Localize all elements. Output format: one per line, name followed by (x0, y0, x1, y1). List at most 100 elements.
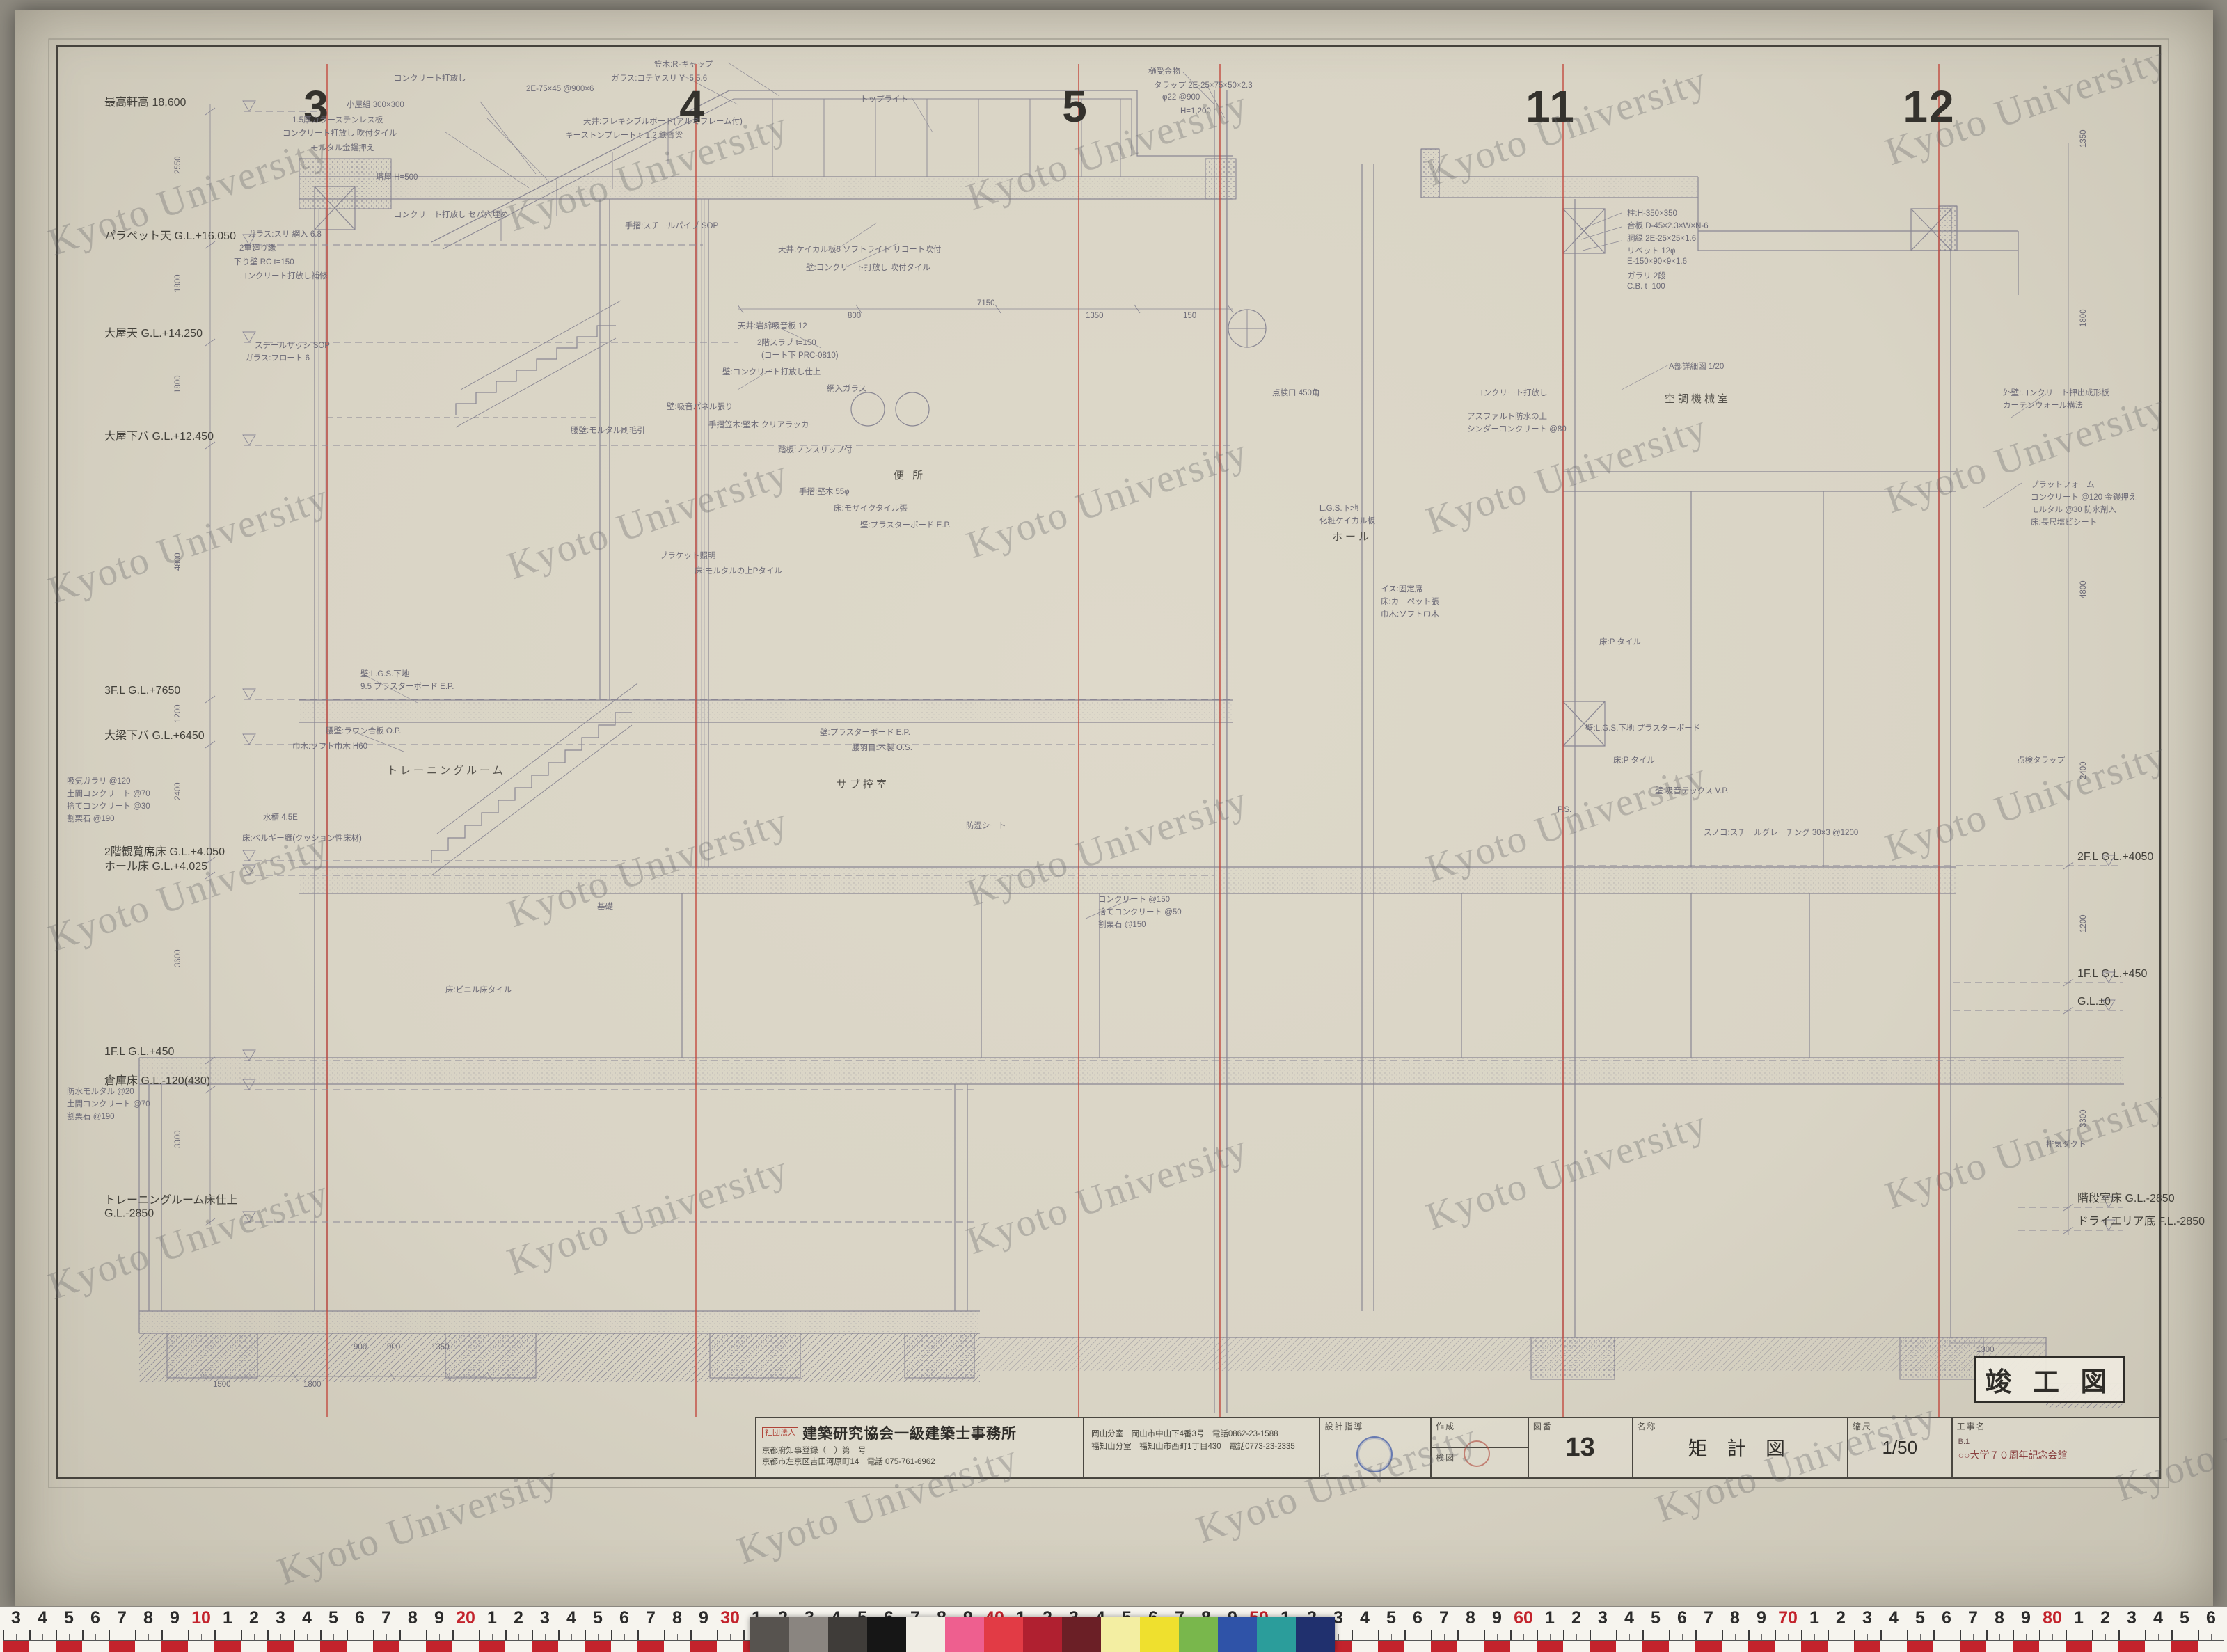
ruler-half-tick (333, 1634, 334, 1640)
ruler-half-tick (1920, 1634, 1921, 1640)
ruler-number: 80 (2043, 1608, 2062, 1628)
ruler-tick (558, 1630, 560, 1640)
ruler-cm-block (585, 1640, 611, 1652)
dimension-tick (2063, 1203, 2074, 1212)
ruler-number: 6 (1942, 1608, 1951, 1628)
ruler-tick (2198, 1630, 2199, 1640)
ruler-half-tick (545, 1634, 546, 1640)
ruler-number: 1 (1809, 1608, 1819, 1628)
ruler-tick (373, 1630, 374, 1640)
dimension-tick (205, 241, 216, 249)
ruler-number: 7 (117, 1608, 127, 1628)
ruler-cm-block (56, 1640, 82, 1652)
ruler-cm-block (2066, 1640, 2092, 1652)
ruler-number: 30 (720, 1608, 740, 1628)
ruler-tick (82, 1630, 84, 1640)
ruler-tick (2118, 1630, 2120, 1640)
ruler-half-tick (492, 1634, 493, 1640)
ruler-tick (241, 1630, 242, 1640)
ruler-cm-block (1457, 1640, 1484, 1652)
ruler-cm-block (1828, 1640, 1854, 1652)
ruler-tick (690, 1630, 692, 1640)
ruler-cm-block (1642, 1640, 1669, 1652)
ruler-cm-block (717, 1640, 743, 1652)
ruler-number: 4 (1624, 1608, 1634, 1628)
title-block-office: 社団法人 建築研究協会一級建築士事務所 京都府知事登録（ ）第 号 京都市左京区… (756, 1418, 1083, 1477)
ruler-number: 70 (1778, 1608, 1798, 1628)
ruler-half-tick (254, 1634, 255, 1640)
ruler-half-tick (730, 1634, 731, 1640)
level-triangle-marker (242, 1079, 256, 1090)
ruler-cm-block (1748, 1640, 1775, 1652)
ruler-tick (532, 1630, 533, 1640)
sheet-number-value: 13 (1565, 1432, 1595, 1462)
level-triangle-marker (242, 434, 256, 446)
ruler-half-tick (1497, 1634, 1498, 1640)
ruler-number: 3 (1862, 1608, 1872, 1628)
ruler-tick (2013, 1630, 2014, 1640)
branch-office-1: 岡山分室 岡山市中山下4番3号 電話0862-23-1588 (1091, 1430, 1278, 1438)
ruler-number: 5 (2180, 1608, 2189, 1628)
ruler-number: 6 (2206, 1608, 2216, 1628)
ruler-tick (2171, 1630, 2173, 1640)
ruler-half-tick (1338, 1634, 1339, 1640)
ruler-number: 7 (1439, 1608, 1449, 1628)
ruler-tick (1801, 1630, 1802, 1640)
dimension-tick (205, 695, 216, 704)
project-label: 工事名 (1956, 1422, 1986, 1431)
ruler-half-tick (1550, 1634, 1551, 1640)
title-block-project: 工事名 B.1 ○○大学７０周年記念会館 (1951, 1418, 2159, 1477)
ruler-cm-block (1854, 1640, 1880, 1652)
ruler-number: 4 (2153, 1608, 2163, 1628)
project-number: B.1 (1958, 1438, 1970, 1446)
title-block-created: 作成 検図 (1430, 1418, 1528, 1477)
ruler-number: 3 (1598, 1608, 1608, 1628)
ruler-number: 9 (170, 1608, 180, 1628)
ruler-cm-block (426, 1640, 452, 1652)
dimension-tick (205, 857, 216, 865)
color-calibration-swatch (1218, 1617, 1257, 1652)
title-block: 社団法人 建築研究協会一級建築士事務所 京都府知事登録（ ）第 号 京都市左京区… (755, 1417, 2161, 1478)
ruler-tick (1854, 1630, 1855, 1640)
ruler-cm-block (2092, 1640, 2118, 1652)
level-triangle-marker (242, 1049, 256, 1061)
ruler-half-tick (518, 1634, 519, 1640)
ruler-cm-block (1669, 1640, 1695, 1652)
level-triangle-marker (242, 1211, 256, 1223)
ruler-cm-block (1590, 1640, 1616, 1652)
level-triangle-marker (2102, 971, 2116, 983)
ruler-tick (1590, 1630, 1591, 1640)
ruler-tick (1378, 1630, 1379, 1640)
ruler-cm-block (1933, 1640, 1960, 1652)
ruler-half-tick (1576, 1634, 1577, 1640)
ruler-cm-block (1404, 1640, 1431, 1652)
ruler-tick (1748, 1630, 1750, 1640)
ruler-cm-block (1563, 1640, 1590, 1652)
scale-value: 1/50 (1882, 1436, 1918, 1458)
ruler-number: 8 (1466, 1608, 1475, 1628)
ruler-half-tick (1761, 1634, 1762, 1640)
ruler-number: 2 (514, 1608, 523, 1628)
ruler-number: 1 (1545, 1608, 1555, 1628)
ruler-cm-block (241, 1640, 267, 1652)
ruler-half-tick (280, 1634, 281, 1640)
ruler-tick (1616, 1630, 1617, 1640)
ruler-cm-block (214, 1640, 241, 1652)
project-name: ○○大学７０周年記念会館 (1958, 1449, 2068, 1461)
ruler-cm-block (611, 1640, 637, 1652)
ruler-number: 3 (11, 1608, 21, 1628)
ruler-number: 7 (1968, 1608, 1978, 1628)
level-triangle-marker (242, 331, 256, 343)
ruler-tick (267, 1630, 269, 1640)
level-triangle-marker (242, 100, 256, 112)
ruler-cm-block (373, 1640, 399, 1652)
ruler-number: 4 (302, 1608, 312, 1628)
dimension-tick (2063, 1006, 2074, 1015)
ruler-tick (188, 1630, 189, 1640)
ruler-half-tick (307, 1634, 308, 1640)
ruler-tick (1510, 1630, 1512, 1640)
ruler-number: 5 (1915, 1608, 1925, 1628)
ruler-cm-block (1880, 1640, 1907, 1652)
ruler-half-tick (201, 1634, 202, 1640)
ruler-cm-block (1801, 1640, 1828, 1652)
